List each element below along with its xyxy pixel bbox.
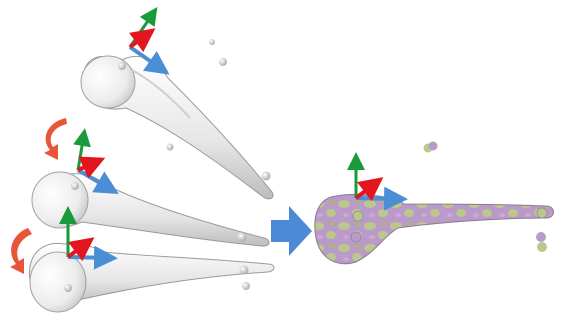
bone-model-top [81,56,273,199]
fiducial-marker [219,58,227,66]
curved-rotation-arrow [44,118,67,160]
fiducial-marker-pair [424,142,438,153]
fiducial-marker [242,282,250,290]
fiducial-marker-pair [536,232,547,252]
fiducial-marker [209,39,215,45]
axis-triad-registered [356,158,400,199]
bone-model-bottom [29,243,274,312]
fiducial-marker [167,144,174,151]
bone-model-registered [315,194,554,263]
blocky-right-arrow [271,206,312,256]
curved-rotation-arrow [10,228,32,274]
